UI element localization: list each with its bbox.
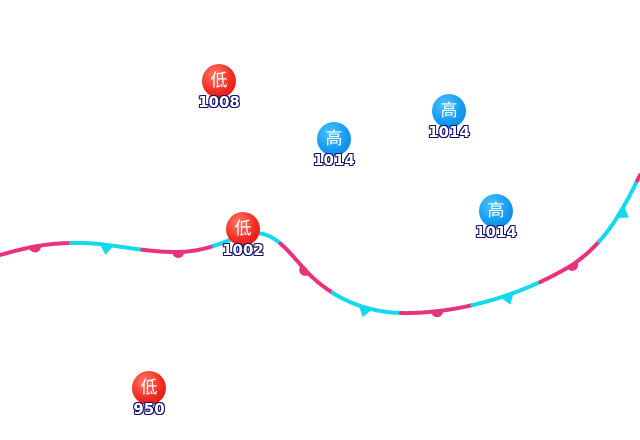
cold-front-triangle-icon <box>500 292 514 305</box>
cold-front-triangle-icon <box>616 206 629 219</box>
low-glyph: 低 <box>210 70 228 91</box>
pressure-value: 1002 <box>222 241 264 259</box>
high-glyph: 高 <box>440 100 458 121</box>
low-pressure-center[interactable]: 低 950 <box>119 371 179 427</box>
low-pressure-center[interactable]: 低 1008 <box>189 64 249 120</box>
cold-front-segment <box>597 178 640 244</box>
warm-front-segment <box>278 241 335 295</box>
low-glyph: 低 <box>234 218 252 239</box>
warm-front-semicircle-icon <box>299 265 310 276</box>
low-pressure-icon: 低 <box>202 64 236 98</box>
cold-front-segment <box>68 240 145 252</box>
warm-front-segment <box>399 303 475 316</box>
high-pressure-center[interactable]: 高 1014 <box>466 194 526 250</box>
warm-front-segment <box>538 239 602 284</box>
low-pressure-center[interactable]: 低 1002 <box>213 212 273 268</box>
pressure-value: 950 <box>133 400 165 418</box>
pressure-value: 1014 <box>313 151 355 169</box>
warm-front-semicircle-icon <box>172 251 185 258</box>
low-pressure-icon: 低 <box>226 212 260 246</box>
high-pressure-icon: 高 <box>432 94 466 128</box>
cold-front-triangle-icon <box>358 305 373 318</box>
pressure-value: 1014 <box>475 223 517 241</box>
warm-front-semicircle-icon <box>431 310 443 318</box>
cold-front-segment <box>470 279 543 308</box>
warm-front-semicircle-icon <box>567 261 579 271</box>
warm-front-semicircle-icon <box>29 245 41 253</box>
high-glyph: 高 <box>487 200 505 221</box>
cold-front-triangle-icon <box>99 244 114 255</box>
pressure-value: 1008 <box>198 93 240 111</box>
low-pressure-icon: 低 <box>132 371 166 405</box>
high-glyph: 高 <box>325 128 343 149</box>
high-pressure-icon: 高 <box>317 122 351 156</box>
high-pressure-icon: 高 <box>479 194 513 228</box>
warm-front-segment <box>140 243 216 254</box>
low-glyph: 低 <box>140 377 158 398</box>
high-pressure-center[interactable]: 高 1014 <box>419 94 479 150</box>
high-pressure-center[interactable]: 高 1014 <box>304 122 364 178</box>
pressure-value: 1014 <box>428 123 470 141</box>
